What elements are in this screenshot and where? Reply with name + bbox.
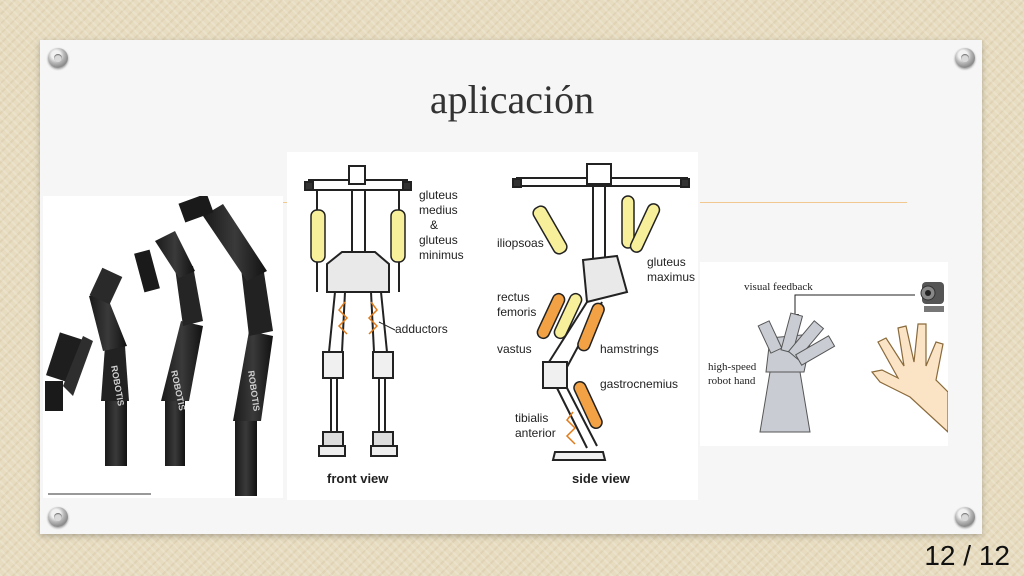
label-anterior: anterior bbox=[515, 426, 556, 440]
label-gastrocnemius: gastrocnemius bbox=[600, 377, 678, 391]
slide-title: aplicación bbox=[429, 77, 595, 122]
label-adductors: adductors bbox=[395, 322, 448, 336]
label-gluteus-2: gluteus bbox=[419, 233, 458, 247]
label-robot-hand: robot hand bbox=[708, 375, 756, 387]
label-femoris: femoris bbox=[497, 305, 536, 319]
screw-bottom-right-icon bbox=[955, 507, 975, 527]
label-visual-feedback: visual feedback bbox=[744, 281, 813, 293]
exoskeleton-diagram: gluteus medius & gluteus minimus adducto… bbox=[287, 152, 698, 500]
side-view-caption: side view bbox=[572, 471, 631, 486]
label-medius: medius bbox=[419, 203, 458, 217]
camera-icon bbox=[920, 282, 944, 312]
accent-rule-right bbox=[700, 202, 907, 203]
gluteus-medius-actuator-left bbox=[310, 209, 326, 263]
screw-top-left-icon bbox=[48, 48, 68, 68]
screw-top-right-icon bbox=[955, 48, 975, 68]
label-iliopsoas: iliopsoas bbox=[497, 236, 544, 250]
robot-arm-3 bbox=[178, 196, 273, 496]
screw-bottom-left-icon bbox=[48, 507, 68, 527]
robot-hand-image: visual feedback high-speed robot hand bbox=[700, 262, 948, 446]
exoskeleton-side-view bbox=[512, 163, 690, 461]
label-ampersand: & bbox=[430, 218, 438, 232]
label-minimus: minimus bbox=[419, 248, 464, 262]
robot-arm-1 bbox=[45, 267, 129, 466]
label-high-speed: high-speed bbox=[708, 361, 757, 373]
label-vastus: vastus bbox=[497, 342, 532, 356]
label-hamstrings: hamstrings bbox=[600, 342, 659, 356]
label-gluteus: gluteus bbox=[419, 188, 458, 202]
side-view-labels: iliopsoas gluteus maximus rectus femoris… bbox=[497, 236, 695, 486]
human-hand-drawing bbox=[870, 323, 948, 433]
gluteus-medius-actuator-right bbox=[390, 209, 406, 263]
exoskeleton-front-view bbox=[304, 165, 412, 457]
label-tibialis: tibialis bbox=[515, 411, 548, 425]
front-view-caption: front view bbox=[327, 471, 389, 486]
label-gluteus-side: gluteus bbox=[647, 255, 686, 269]
page-number: 12 / 12 bbox=[924, 540, 1010, 571]
front-view-labels: gluteus medius & gluteus minimus adducto… bbox=[327, 188, 464, 486]
robot-hand-drawing bbox=[757, 312, 836, 433]
label-maximus: maximus bbox=[647, 270, 695, 284]
robot-arms-image: ROBOTIS ROBOTIS ROBOTIS bbox=[43, 196, 283, 498]
robot-arm-2 bbox=[134, 231, 203, 466]
label-rectus: rectus bbox=[497, 290, 530, 304]
